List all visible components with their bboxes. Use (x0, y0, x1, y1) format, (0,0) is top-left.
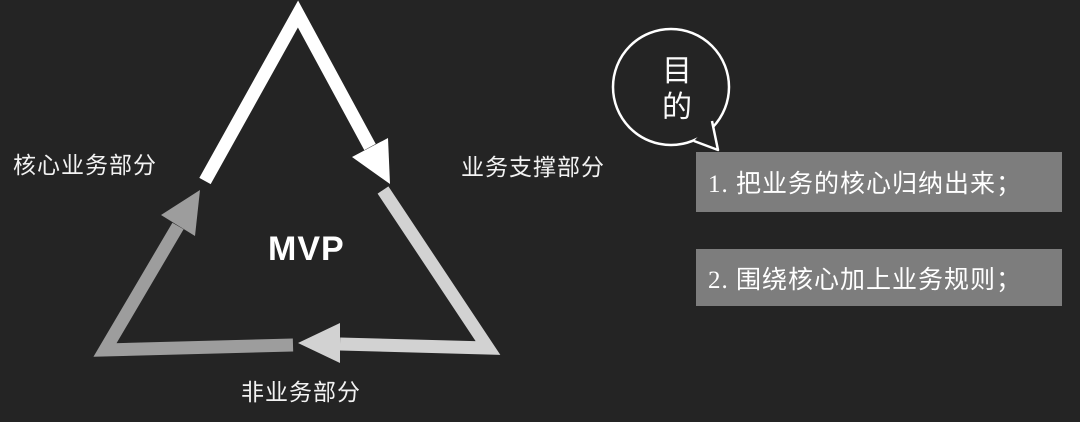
note-1-text: 1. 把业务的核心归纳出来； (708, 171, 1023, 198)
note-box-2: 2. 围绕核心加上业务规则； (696, 249, 1062, 306)
purpose-bubble-text: 目 的 (641, 54, 713, 126)
label-non-business: 非业务部分 (241, 379, 361, 405)
mvp-center-label: MVP (268, 230, 345, 268)
note-2-text: 2. 围绕核心加上业务规则； (708, 266, 1023, 294)
cycle-arrow-mid-icon (93, 190, 294, 357)
cycle-arrow-light-icon (298, 186, 501, 363)
note-box-1: 1. 把业务的核心归纳出来； (696, 152, 1062, 212)
speech-bubble-icon (611, 27, 731, 152)
purpose-bubble-line1: 目 (662, 55, 692, 88)
label-core-business: 核心业务部分 (13, 152, 157, 178)
purpose-bubble-line2: 的 (662, 91, 692, 124)
cycle-arrow-white-icon (199, 0, 390, 185)
label-support-business: 业务支撑部分 (461, 154, 605, 180)
